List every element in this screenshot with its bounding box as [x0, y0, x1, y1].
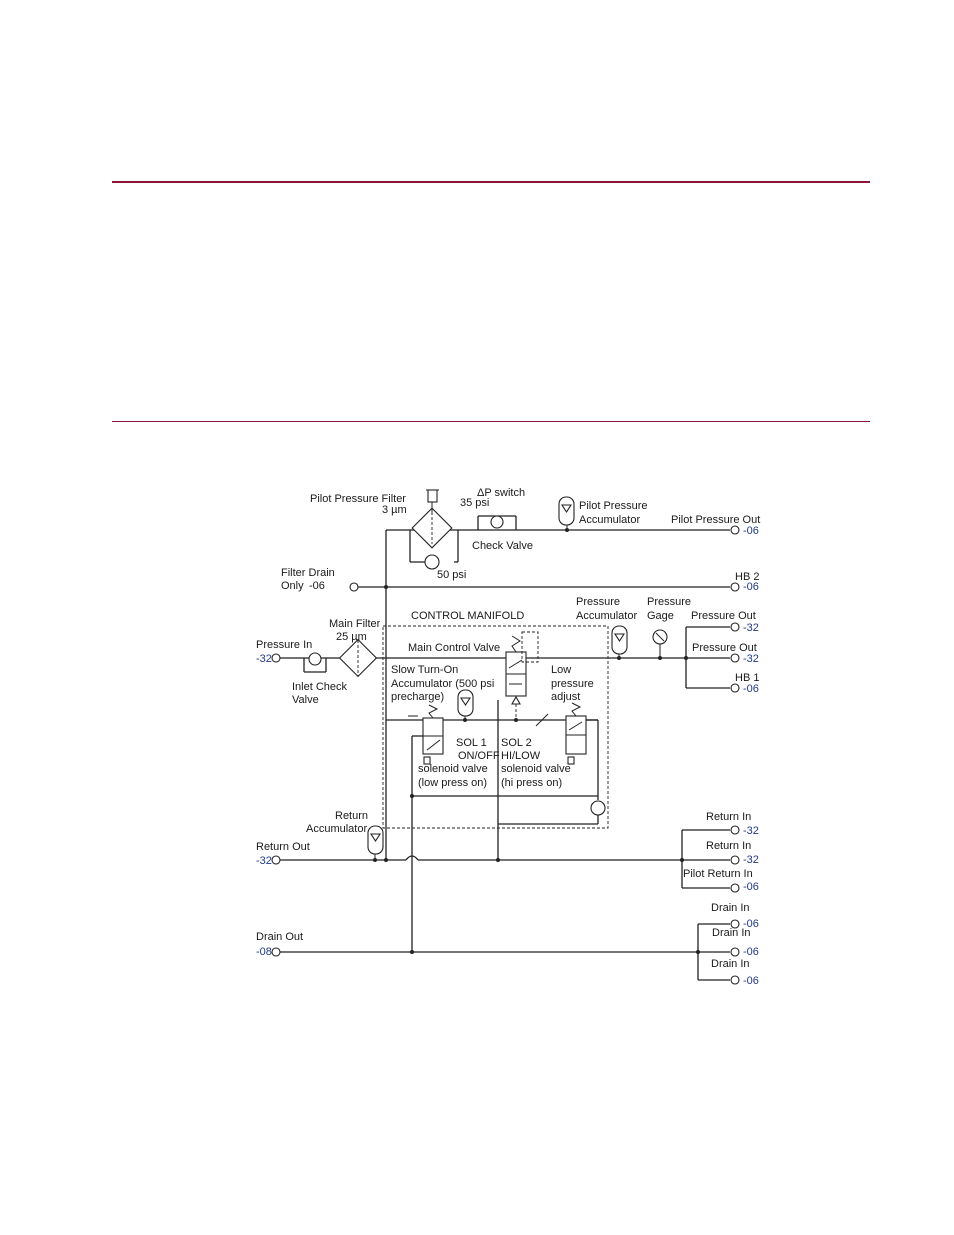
- label-drain-in-3-size: -06: [743, 975, 759, 987]
- pilot-pressure-out-port: [730, 525, 740, 535]
- filter-drain-port: [349, 582, 359, 592]
- header-rule: [112, 181, 870, 183]
- label-hb2-size: -06: [743, 581, 759, 593]
- return-out-port: [271, 855, 281, 865]
- inlet-check-valve-icon: [308, 652, 322, 666]
- slow-turn-on-accumulator: [457, 689, 474, 720]
- label-low-pressure-2: pressure: [551, 678, 594, 690]
- label-pilot-accumulator-1: Pilot Pressure: [579, 500, 647, 512]
- label-pressure-accumulator-2: Accumulator: [576, 610, 637, 622]
- label-drain-in-2: Drain In: [712, 927, 751, 939]
- label-pilot-accumulator-2: Accumulator: [579, 514, 640, 526]
- label-pilot-filter-micron: 3 µm: [382, 504, 407, 516]
- label-pressure-out-2: Pressure Out: [692, 642, 757, 654]
- label-pilot-return-in-size: -06: [743, 881, 759, 893]
- label-pressure-gage-2: Gage: [647, 610, 674, 622]
- label-main-filter: Main Filter: [329, 618, 381, 630]
- drain-in-1-port: [730, 919, 740, 929]
- control-manifold-box: [382, 625, 609, 829]
- drain-out-port: [271, 947, 281, 957]
- check-valve-icon: [490, 515, 504, 529]
- label-filter-drain-2: Only: [281, 580, 304, 592]
- hb2-port: [730, 582, 740, 592]
- label-main-filter-micron: 25 µm: [336, 631, 367, 643]
- label-control-manifold: CONTROL MANIFOLD: [411, 610, 524, 622]
- pilot-pressure-circuit: [385, 489, 740, 860]
- label-pressure-in-size: -32: [256, 653, 272, 665]
- drain-circuit: [271, 919, 740, 985]
- label-sol2-1: SOL 2: [501, 737, 532, 749]
- section-rule: [112, 421, 870, 422]
- pressure-out-1-port: [730, 622, 740, 632]
- pilot-return-in-port: [730, 883, 740, 893]
- label-filter-drain-1: Filter Drain: [281, 567, 335, 579]
- label-sol2-2: HI/LOW: [501, 750, 541, 762]
- label-pressure-out-2-size: -32: [743, 653, 759, 665]
- label-sol1-1: SOL 1: [456, 737, 487, 749]
- label-return-out-size: -32: [256, 855, 272, 867]
- label-hb1-size: -06: [743, 683, 759, 695]
- label-pilot-pressure-out: Pilot Pressure Out: [671, 514, 760, 526]
- return-in-1-port: [730, 825, 740, 835]
- label-return-in-1-size: -32: [743, 825, 759, 837]
- label-drain-out: Drain Out: [256, 931, 303, 943]
- label-bypass-50psi: 50 psi: [437, 569, 466, 581]
- label-low-pressure-3: adjust: [551, 691, 580, 703]
- label-slow-turn-on-3: precharge): [391, 691, 444, 703]
- label-pressure-out-1: Pressure Out: [691, 610, 756, 622]
- label-pressure-out-1-size: -32: [743, 622, 759, 634]
- label-filter-drain-size: -06: [309, 580, 325, 592]
- label-drain-out-size: -08: [256, 946, 272, 958]
- label-return-in-2: Return In: [706, 840, 751, 852]
- sol2-valve: [412, 700, 606, 860]
- label-pilot-return-in: Pilot Return In: [683, 868, 753, 880]
- return-in-2-port: [730, 855, 740, 865]
- bypass-check-icon: [424, 554, 440, 570]
- label-sol1-3: solenoid valve: [418, 763, 488, 775]
- label-return-in-1: Return In: [706, 811, 751, 823]
- label-main-control-valve: Main Control Valve: [408, 642, 500, 654]
- label-return-in-2-size: -32: [743, 854, 759, 866]
- return-circuit: [271, 825, 740, 893]
- label-drain-in-1-size: -06: [743, 918, 759, 930]
- filter-drain-circuit: [349, 582, 740, 592]
- label-sol1-4: (low press on): [418, 777, 487, 789]
- label-sol2-4: (hi press on): [501, 777, 562, 789]
- label-pilot-pressure-out-size: -06: [743, 525, 759, 537]
- pressure-in-port: [271, 653, 281, 663]
- label-pressure-gage-1: Pressure: [647, 596, 691, 608]
- drain-in-3-port: [730, 975, 740, 985]
- dp-switch-icon: [427, 489, 438, 503]
- label-drain-in-2-size: -06: [743, 946, 759, 958]
- label-slow-turn-on-1: Slow Turn-On: [391, 664, 458, 676]
- sol1-valve: [408, 704, 444, 952]
- label-inlet-check-1: Inlet Check: [292, 681, 348, 693]
- label-hb2: HB 2: [735, 571, 759, 583]
- label-low-pressure-1: Low: [551, 664, 571, 676]
- label-return-out: Return Out: [256, 841, 310, 853]
- label-drain-in-1: Drain In: [711, 902, 750, 914]
- label-return-accumulator-2: Accumulator: [306, 823, 367, 835]
- main-control-valve: [505, 631, 539, 720]
- label-pilot-pressure-filter: Pilot Pressure Filter: [310, 493, 406, 505]
- schematic-labels: Pilot Pressure Filter 3 µm ΔP switch 35 …: [256, 487, 760, 987]
- label-dp-switch: ΔP switch: [477, 487, 525, 499]
- label-hb1: HB 1: [735, 672, 759, 684]
- pressure-out-2-port: [730, 653, 740, 663]
- label-check-valve: Check Valve: [472, 540, 533, 552]
- label-slow-turn-on-2: Accumulator (500 psi: [391, 678, 494, 690]
- label-sol2-3: solenoid valve: [501, 763, 571, 775]
- label-dp-35psi: 35 psi: [460, 497, 489, 509]
- label-return-accumulator-1: Return: [335, 810, 368, 822]
- main-pressure-circuit: [271, 622, 740, 693]
- hb1-port: [730, 683, 740, 693]
- label-inlet-check-2: Valve: [292, 694, 319, 706]
- label-drain-in-3: Drain In: [711, 958, 750, 970]
- label-sol1-2: ON/OFF: [458, 750, 500, 762]
- label-pressure-accumulator-1: Pressure: [576, 596, 620, 608]
- drain-in-2-port: [730, 947, 740, 957]
- label-pressure-in: Pressure In: [256, 639, 312, 651]
- sol2-check-icon: [590, 800, 606, 816]
